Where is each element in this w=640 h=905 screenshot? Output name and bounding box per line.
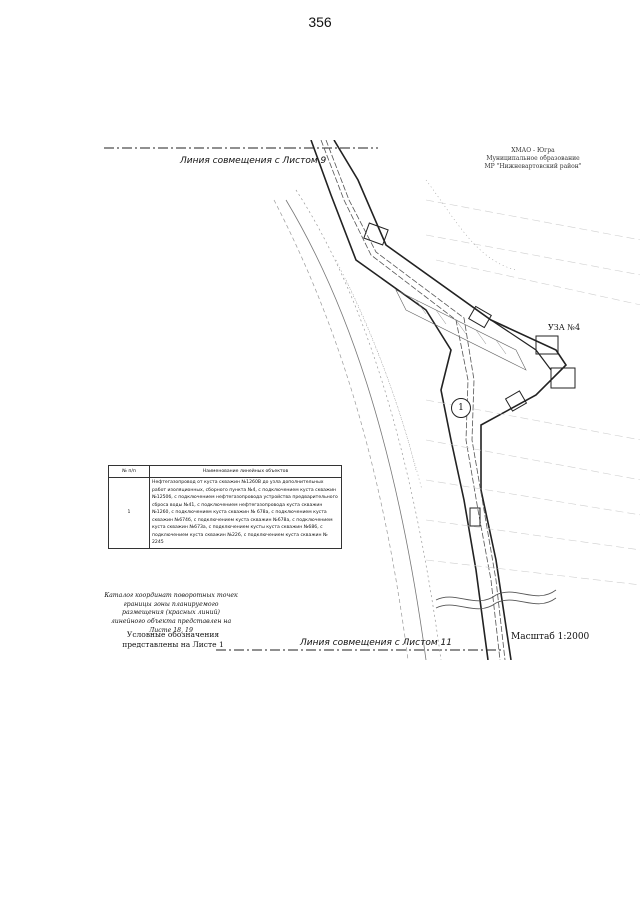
section-marker: 1 — [451, 398, 471, 418]
region-line: ХМАО - Югра — [511, 147, 555, 154]
legend-note: Условные обозначения представлены на Лис… — [122, 630, 224, 649]
route-map — [104, 140, 640, 660]
zone-boundary-west — [310, 140, 489, 660]
page-number: 356 — [308, 14, 332, 30]
row-number: 1 — [108, 477, 150, 549]
zone-boundary-east — [333, 140, 568, 660]
column-header: № п/п — [108, 465, 150, 478]
match-line-top-label: Линия совмещения с Листом 9 — [180, 156, 327, 166]
column-header: Наименование линейных объектов — [149, 465, 342, 478]
scale-label: Масштаб 1:2000 — [511, 632, 590, 642]
region-line: Муниципальное образование — [486, 155, 580, 162]
region-block: ХМАО - Югра Муниципальное образование МР… — [478, 147, 588, 171]
node-label: УЗА №4 — [548, 323, 581, 332]
match-line-bottom-label: Линия совмещения с Листом 11 — [300, 638, 452, 648]
object-name: Нефтегазопровод от куста скважин №1260В … — [149, 477, 342, 549]
map-sheet — [96, 140, 640, 660]
table-header-row: № п/п Наименование линейных объектов — [108, 465, 342, 478]
objects-table: № п/п Наименование линейных объектов 1 Н… — [108, 465, 342, 549]
region-line: МР "Нижневартовский район" — [484, 163, 582, 170]
coordinates-note: Каталог координат поворотных точек грани… — [104, 592, 238, 634]
table-row: 1 Нефтегазопровод от куста скважин №1260… — [108, 477, 342, 549]
